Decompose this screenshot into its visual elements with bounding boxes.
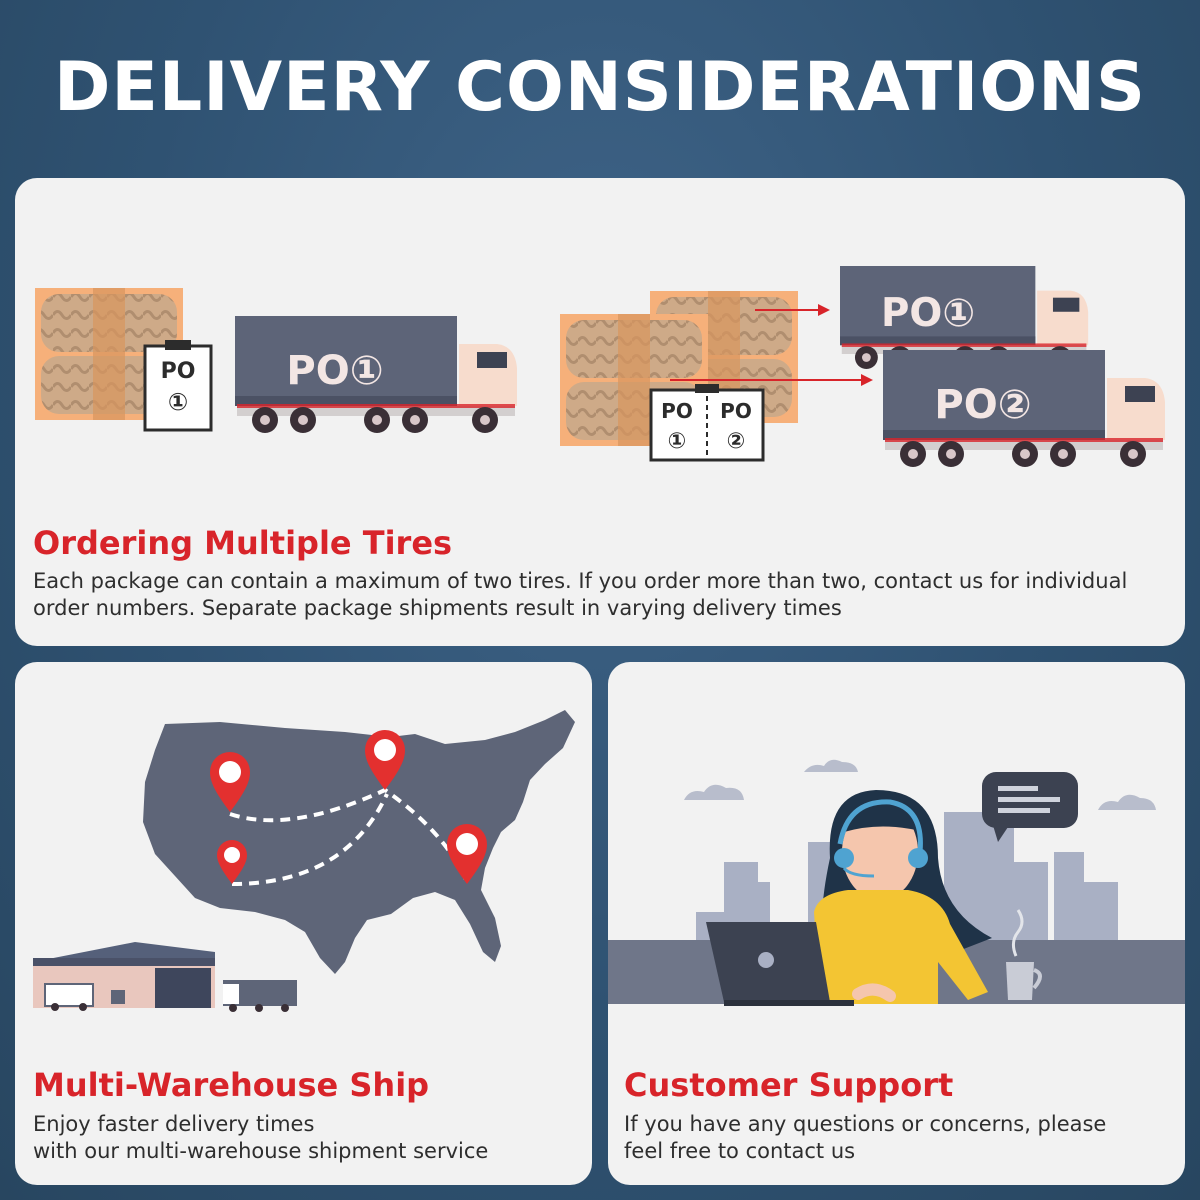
page-title: DELIVERY CONSIDERATIONS [53,48,1147,127]
chat-bubble-icon [982,772,1078,842]
truck-label-po2: PO② [934,382,1031,428]
ordering-illustration: PO ① PO① PO ① PO ② PO① [35,266,1165,467]
location-pin-icon [210,752,250,812]
coffee-mug-icon [1006,909,1042,1000]
warehouse-icon [33,942,297,1012]
customer-support-heading: Customer Support [624,1066,954,1104]
customer-support-card: Customer Support If you have any questio… [608,662,1185,1185]
clipboard-icon: PO ① PO ② [649,384,765,462]
ordering-description: Each package can contain a maximum of tw… [33,569,1128,620]
customer-support-description: If you have any questions or concerns, p… [624,1111,1174,1165]
customer-support-line1: If you have any questions or concerns, p… [624,1112,1107,1136]
multi-warehouse-line2: with our multi-warehouse shipment servic… [33,1139,489,1163]
clipboard-icon: PO ① [143,340,213,432]
ordering-heading: Ordering Multiple Tires [33,524,453,562]
clipboard-number: ① [168,388,188,416]
multi-warehouse-card: Multi-Warehouse Ship Enjoy faster delive… [15,662,592,1185]
warehouse-illustration [33,710,575,1012]
clipboard-po-label: PO [161,359,196,384]
customer-support-line2: feel free to contact us [624,1139,856,1163]
usa-map [143,710,575,974]
location-pin-icon [365,730,405,790]
clipboard-po-label: PO [720,399,752,423]
clipboard-po-label: PO [661,399,693,423]
multi-warehouse-heading: Multi-Warehouse Ship [33,1066,430,1104]
truck-label-po1: PO① [286,348,383,394]
truck-icon: PO① [840,266,1089,369]
truck-icon: PO② [883,350,1165,467]
truck-label-po1: PO① [881,291,975,336]
ordering-multiple-tires-card: PO ① PO① PO ① PO ② PO① [15,178,1185,646]
support-agent-illustration [608,759,1185,1006]
arrow-icon [670,304,873,386]
laptop-icon [706,922,854,1006]
multi-warehouse-line1: Enjoy faster delivery times [33,1112,315,1136]
clipboard-number: ② [727,429,746,454]
clipboard-number: ① [668,429,687,454]
multi-warehouse-description: Enjoy faster delivery times with our mul… [33,1111,583,1165]
truck-icon: PO① [235,316,517,433]
location-pin-icon [447,824,487,884]
location-pin-icon [217,840,247,884]
